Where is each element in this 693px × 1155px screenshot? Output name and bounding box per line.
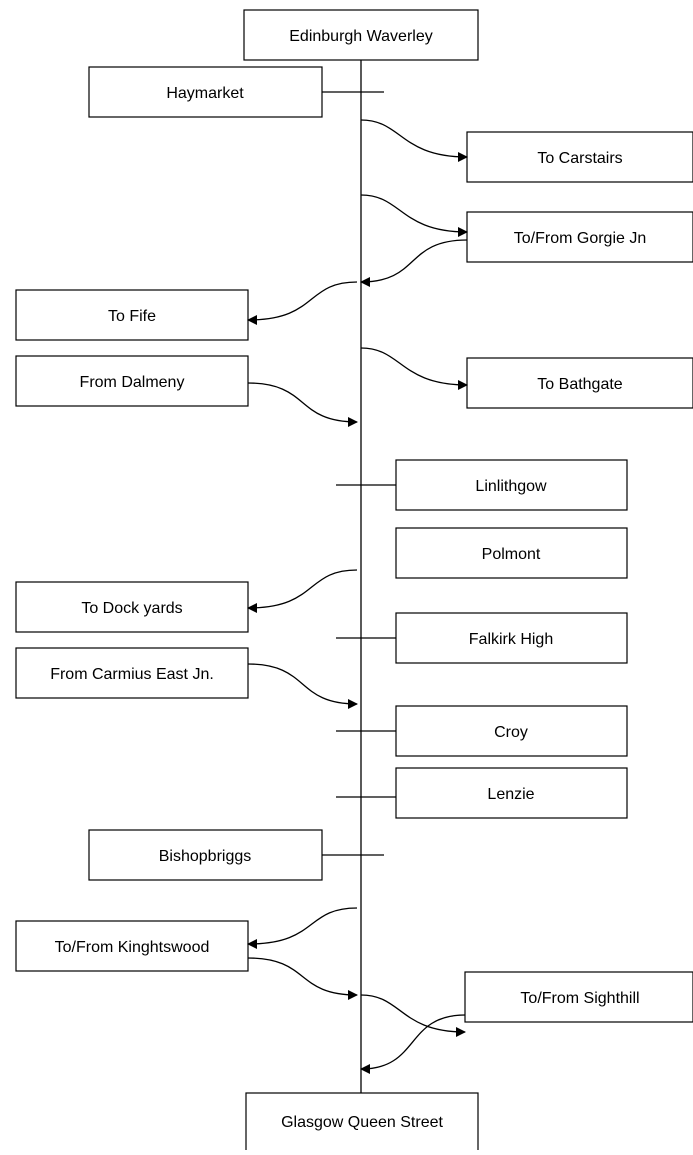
station-label: Haymarket [166, 85, 244, 102]
branch-arrow [247, 382, 358, 427]
station-linlithgow: Linlithgow [336, 459, 628, 511]
station-glasgow-queen-street: Glasgow Queen Street [245, 1092, 479, 1155]
branch-arrow-out [360, 194, 468, 237]
junction-to-from-sighthill: To/From Sighthill [360, 971, 693, 1074]
branch-arrow-in [360, 1014, 466, 1074]
junction-to-from-kinghtswood: To/From Kinghtswood [15, 907, 358, 1000]
station-label: Croy [494, 724, 528, 741]
junction-to-bathgate: To Bathgate [360, 347, 693, 409]
station-bishopbriggs: Bishopbriggs [88, 829, 384, 881]
branch-arrow [247, 281, 358, 325]
branch-arrow-out [360, 994, 466, 1037]
station-label: Falkirk High [469, 631, 553, 648]
station-label: Lenzie [487, 786, 534, 803]
station-label: Polmont [482, 546, 541, 563]
junction-label: To Dock yards [81, 600, 182, 617]
station-lenzie: Lenzie [336, 767, 628, 819]
station-edinburgh-waverley: Edinburgh Waverley [243, 9, 479, 61]
station-polmont: Polmont [395, 527, 628, 579]
branch-arrow-out [247, 957, 358, 1000]
branch-arrow [360, 119, 468, 162]
station-falkirk-high: Falkirk High [336, 612, 628, 664]
junction-label: To/From Sighthill [520, 990, 639, 1007]
branch-arrow [360, 347, 468, 390]
junction-label: From Carmius East Jn. [50, 666, 214, 683]
junction-label: To Bathgate [537, 376, 623, 393]
junction-to-from-gorgie-jn: To/From Gorgie Jn [360, 194, 693, 287]
junction-from-carmius-east-jn: From Carmius East Jn. [15, 647, 358, 709]
junction-to-carstairs: To Carstairs [360, 119, 693, 183]
junction-label: To/From Gorgie Jn [514, 230, 646, 247]
junction-from-dalmeny: From Dalmeny [15, 355, 358, 427]
junction-label: To Fife [108, 308, 156, 325]
junction-to-fife: To Fife [15, 281, 358, 341]
branch-arrow [247, 569, 358, 613]
station-label: Glasgow Queen Street [281, 1114, 443, 1131]
station-label: Linlithgow [475, 478, 547, 495]
station-label: Edinburgh Waverley [289, 28, 432, 45]
station-haymarket: Haymarket [88, 66, 384, 118]
junction-label: From Dalmeny [80, 374, 185, 391]
junction-to-dock-yards: To Dock yards [15, 569, 358, 633]
junction-label: To Carstairs [537, 150, 622, 167]
branch-arrow-in [247, 907, 358, 949]
station-croy: Croy [336, 705, 628, 757]
junction-label: To/From Kinghtswood [55, 939, 210, 956]
branch-arrow-in [360, 239, 468, 287]
branch-arrow [247, 663, 358, 709]
station-label: Bishopbriggs [159, 848, 252, 865]
